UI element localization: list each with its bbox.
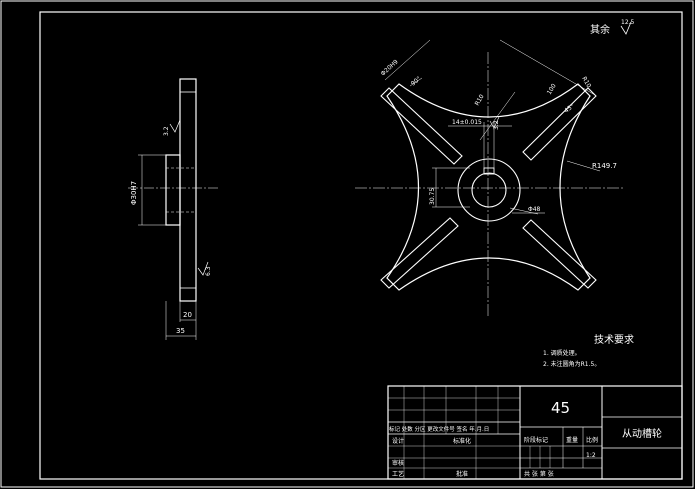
radius-100-dim: 100	[546, 82, 558, 96]
side-total-width: 35	[176, 327, 185, 335]
wheel-outline	[386, 83, 591, 291]
front-view: Φ20H9 90° 100 R10 45° R10 14±0.015 3.2 3…	[355, 39, 625, 318]
hub-outer-circle	[457, 158, 521, 222]
approve-label: 批准	[456, 470, 468, 478]
svg-text:6.3: 6.3	[205, 266, 212, 276]
design-label: 设计	[392, 437, 404, 445]
process-label: 工艺	[392, 470, 404, 478]
technical-requirements: 技术要求 1. 调质处理。 2. 未注圆角为R1.5。	[543, 333, 634, 368]
slot-ne	[522, 87, 597, 161]
roughness-center-icon: 3.2	[489, 116, 500, 130]
scale-value: 1:2	[586, 452, 596, 459]
bore-circle	[471, 172, 507, 208]
keyway	[483, 167, 495, 175]
roughness-symbol-icon: 12.5	[620, 19, 635, 35]
side-diameter-dim: Φ30H7	[130, 181, 138, 205]
slot-sw	[380, 217, 459, 289]
stage-mark-label: 阶段标记	[524, 436, 548, 444]
ratio-label: 比例	[586, 436, 598, 444]
keyway-width-dim: 14±0.015	[452, 119, 482, 126]
standardize-label: 标准化	[453, 437, 471, 445]
svg-text:3.2: 3.2	[493, 120, 500, 130]
slot-nw	[380, 87, 463, 165]
roughness-right-icon: 6.3	[197, 261, 212, 276]
radius-label-top: R10	[474, 93, 486, 107]
slot-width-dim: Φ20H9	[380, 58, 400, 77]
header-row: 标记 处数 分区 更改文件号 签名 年.月.日	[389, 425, 489, 433]
side-view: Φ30H7 20 35 3.2 6.3	[128, 78, 220, 340]
arc-radius-dim: R149.7	[592, 162, 617, 170]
tech-req-item-2: 2. 未注圆角为R1.5。	[543, 360, 600, 368]
tech-req-item-1: 1. 调质处理。	[543, 349, 581, 357]
material: 45	[551, 399, 570, 417]
inner-border	[39, 11, 683, 480]
side-hub-width: 20	[183, 311, 192, 319]
title-block	[387, 385, 683, 480]
bore-dim: Φ48	[528, 206, 541, 213]
review-label: 审核	[392, 459, 404, 467]
sheet-count: 共 张 第 张	[524, 470, 554, 478]
part-name: 从动槽轮	[622, 427, 662, 440]
tech-req-title: 技术要求	[594, 333, 634, 346]
weight-label: 重量	[566, 436, 578, 444]
angle-45: 45°	[563, 103, 576, 115]
keyway-height-dim: 30.75	[429, 188, 436, 205]
angle-90: 90°	[410, 75, 423, 87]
roughness-top-icon: 3.2	[163, 119, 181, 136]
surface-finish-label: 其余	[590, 23, 610, 36]
roughness-symbol-value: 12.5	[621, 19, 635, 26]
slot-se	[522, 219, 597, 289]
svg-text:3.2: 3.2	[163, 126, 170, 136]
